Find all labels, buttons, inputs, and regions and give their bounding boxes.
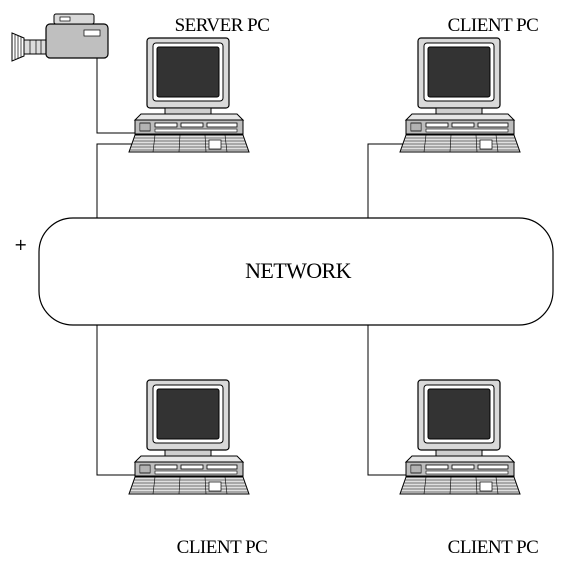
- client-pc-bottom-right: CLIENT PC: [399, 379, 539, 558]
- desktop-computer-icon: [399, 37, 521, 153]
- client-bottom-right-network-wire: [367, 325, 418, 476]
- desktop-computer-icon: [128, 379, 250, 495]
- server-pc-label: SERVER PC: [175, 15, 270, 36]
- network-box: [38, 217, 554, 326]
- video-camera-icon: [11, 13, 109, 62]
- client-pc-top-right-label: CLIENT PC: [448, 15, 539, 36]
- server-pc: SERVER PC: [128, 15, 270, 153]
- client-top-right-network-wire: [367, 143, 418, 218]
- client-pc-bottom-right-label: CLIENT PC: [448, 537, 539, 558]
- plus-marker: +: [14, 235, 27, 254]
- client-bottom-left-network-wire: [96, 325, 147, 476]
- client-pc-top-right: CLIENT PC: [399, 15, 539, 153]
- camera-server-wire: [96, 58, 147, 134]
- network-label: NETWORK: [245, 258, 351, 283]
- desktop-computer-icon: [399, 379, 521, 495]
- server-network-wire: [96, 143, 147, 218]
- desktop-computer-icon: [128, 37, 250, 153]
- client-pc-bottom-left: CLIENT PC: [128, 379, 268, 558]
- client-pc-bottom-left-label: CLIENT PC: [177, 537, 268, 558]
